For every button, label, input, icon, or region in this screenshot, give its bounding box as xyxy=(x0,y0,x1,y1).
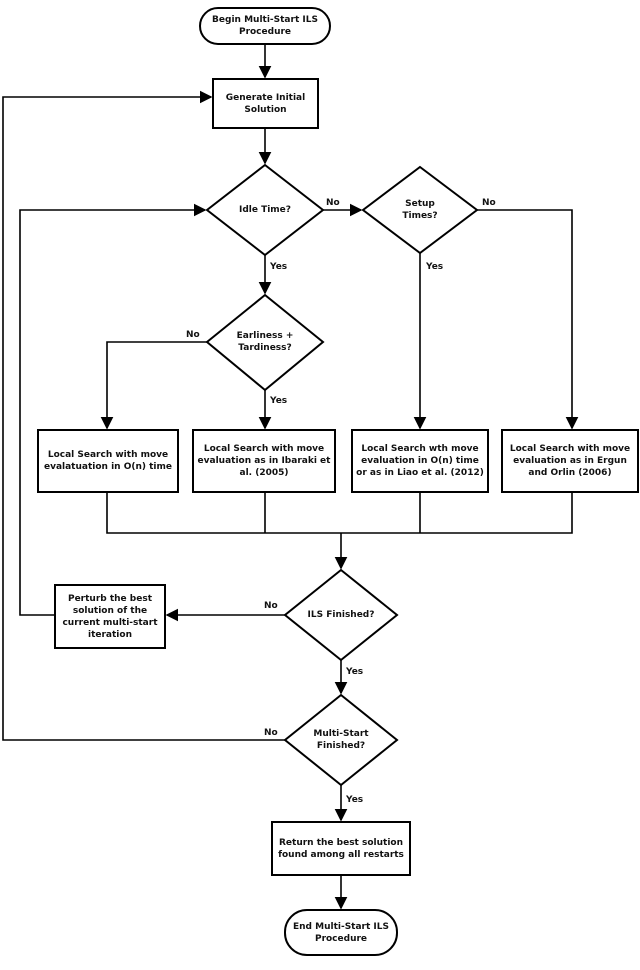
ils-node: ILS Finished? xyxy=(307,610,375,620)
generate-node: Generate Initial Solution xyxy=(225,92,306,115)
et-node: Earliness + Tardiness? xyxy=(236,331,294,353)
ms-yes-label: Yes xyxy=(346,795,364,805)
ils-yes-label: Yes xyxy=(346,667,364,677)
idle-node: Idle Time? xyxy=(238,205,292,215)
ls3-node: Local Search wth move evaluation in O(n)… xyxy=(356,444,484,478)
ms-no-label: No xyxy=(264,728,278,738)
ils-no-label: No xyxy=(264,601,278,611)
et-no-label: No xyxy=(186,330,200,340)
idle-no-label: No xyxy=(326,198,340,208)
setup-yes-label: Yes xyxy=(426,262,444,272)
setup-node: Setup Times? xyxy=(402,199,438,221)
ls2-node: Local Search with move evaluation as in … xyxy=(197,444,331,478)
idle-yes-label: Yes xyxy=(270,262,288,272)
et-yes-label: Yes xyxy=(270,396,288,406)
setup-no-label: No xyxy=(482,198,496,208)
end-node: End Multi-Start ILS Procedure xyxy=(293,921,389,944)
return-node: Return the best solution found among all… xyxy=(278,837,404,860)
ls1-node: Local Search with move evalatuation in O… xyxy=(43,450,172,472)
ls4-node: Local Search with move evaluation as in … xyxy=(509,444,631,478)
ms-node: Multi-Start Finished? xyxy=(313,729,369,751)
start-node: Begin Multi-Start ILS Procedure xyxy=(212,15,318,37)
perturb-node: Perturb the best solution of the current… xyxy=(62,593,158,640)
